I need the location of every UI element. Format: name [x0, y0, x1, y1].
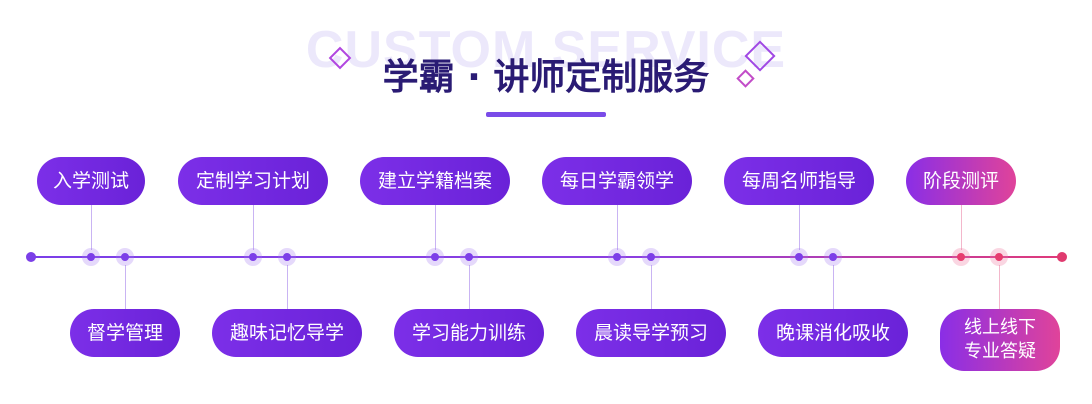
step-pill-top-4: 每日学霸领学: [542, 157, 692, 205]
step-pill-top-6: 阶段测评: [906, 157, 1016, 205]
step-pill-top-5: 每周名师指导: [724, 157, 874, 205]
step-pill-top-1: 入学测试: [37, 157, 145, 205]
timeline-node-bottom-2: [278, 248, 296, 266]
timeline-node-top-1: [82, 248, 100, 266]
step-pill-bottom-5: 晚课消化吸收: [758, 309, 908, 357]
step-pill-top-2: 定制学习计划: [178, 157, 328, 205]
connector-top-5: [799, 205, 800, 250]
timeline-line: [30, 256, 1062, 258]
timeline-node-bottom-1: [116, 248, 134, 266]
timeline-node-bottom-5: [824, 248, 842, 266]
timeline-node-bottom-3: [460, 248, 478, 266]
timeline-node-bottom-6: [990, 248, 1008, 266]
timeline-end-dot: [1057, 252, 1067, 262]
connector-top-2: [253, 205, 254, 250]
connector-top-1: [91, 205, 92, 250]
timeline-node-top-3: [426, 248, 444, 266]
connector-top-4: [617, 205, 618, 250]
timeline-node-top-6: [952, 248, 970, 266]
background-watermark-text: CUSTOM SERVICE: [305, 21, 787, 79]
step-pill-bottom-1: 督学管理: [70, 309, 180, 357]
timeline-node-top-2: [244, 248, 262, 266]
timeline-node-top-5: [790, 248, 808, 266]
step-pill-bottom-4: 晨读导学预习: [576, 309, 726, 357]
timeline-node-top-4: [608, 248, 626, 266]
title-underline: [486, 112, 606, 117]
connector-bottom-2: [287, 265, 288, 310]
connector-bottom-6: [999, 265, 1000, 310]
connector-bottom-5: [833, 265, 834, 310]
step-pill-bottom-2: 趣味记忆导学: [212, 309, 362, 357]
connector-bottom-1: [125, 265, 126, 310]
step-pill-bottom-3: 学习能力训练: [394, 309, 544, 357]
step-pill-bottom-6-line-2: 专业答疑: [964, 341, 1036, 362]
page-title: 学霸 · 讲师定制服务: [382, 57, 710, 98]
step-pill-top-3: 建立学籍档案: [360, 157, 510, 205]
step-pill-bottom-6-line-1: 线上线下: [964, 317, 1036, 338]
timeline-node-bottom-4: [642, 248, 660, 266]
connector-top-6: [961, 205, 962, 250]
connector-bottom-3: [469, 265, 470, 310]
connector-bottom-4: [651, 265, 652, 310]
timeline-start-dot: [26, 252, 36, 262]
step-pill-bottom-6: 线上线下 专业答疑: [940, 309, 1060, 371]
connector-top-3: [435, 205, 436, 250]
